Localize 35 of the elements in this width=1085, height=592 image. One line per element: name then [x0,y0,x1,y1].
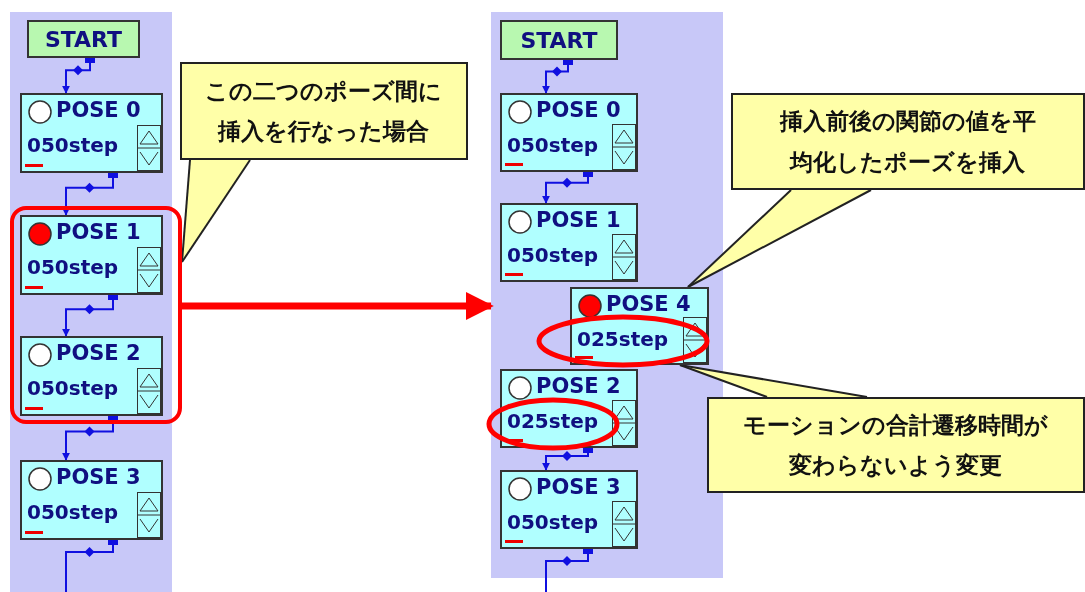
pose-card [20,460,163,540]
callout-text: モーションの合計遷移時間が変わらないよう変更 [743,410,1049,480]
pose-title: POSE 2 [536,374,621,398]
start-label: START [520,27,598,53]
step-count: 025step [507,409,599,433]
pose-title: POSE 3 [56,465,141,489]
step-count: 050step [507,133,599,157]
pose-card [20,93,163,173]
step-count: 025step [577,327,669,351]
pose-title: POSE 2 [56,341,141,365]
step-count: 050step [507,243,599,267]
pose-card [500,470,638,549]
step-count: 050step [507,510,599,534]
pose-title: POSE 4 [606,292,691,316]
start-box [500,20,618,60]
pose-title: POSE 3 [536,475,621,499]
callout-text: この二つのポーズ間に挿入を行なった場合 [204,76,444,146]
pose-title: POSE 0 [536,98,621,122]
pose-card [500,93,638,172]
start-box [27,20,140,58]
flow-panel [491,12,723,578]
callout-text: 挿入前後の関節の値を平均化したポーズを挿入 [778,107,1037,177]
pose-title: POSE 1 [536,208,621,232]
step-count: 050step [27,376,119,400]
highlight-frame [10,206,182,424]
pose-card [500,203,638,282]
step-count: 050step [27,500,119,524]
callout-bubble [731,93,1085,190]
step-count: 050step [27,255,119,279]
pose-card [20,215,163,295]
pose-title: POSE 1 [56,220,141,244]
pose-title: POSE 0 [56,98,141,122]
step-count: 050step [27,133,119,157]
pose-card [20,336,163,416]
start-label: START [44,26,123,52]
